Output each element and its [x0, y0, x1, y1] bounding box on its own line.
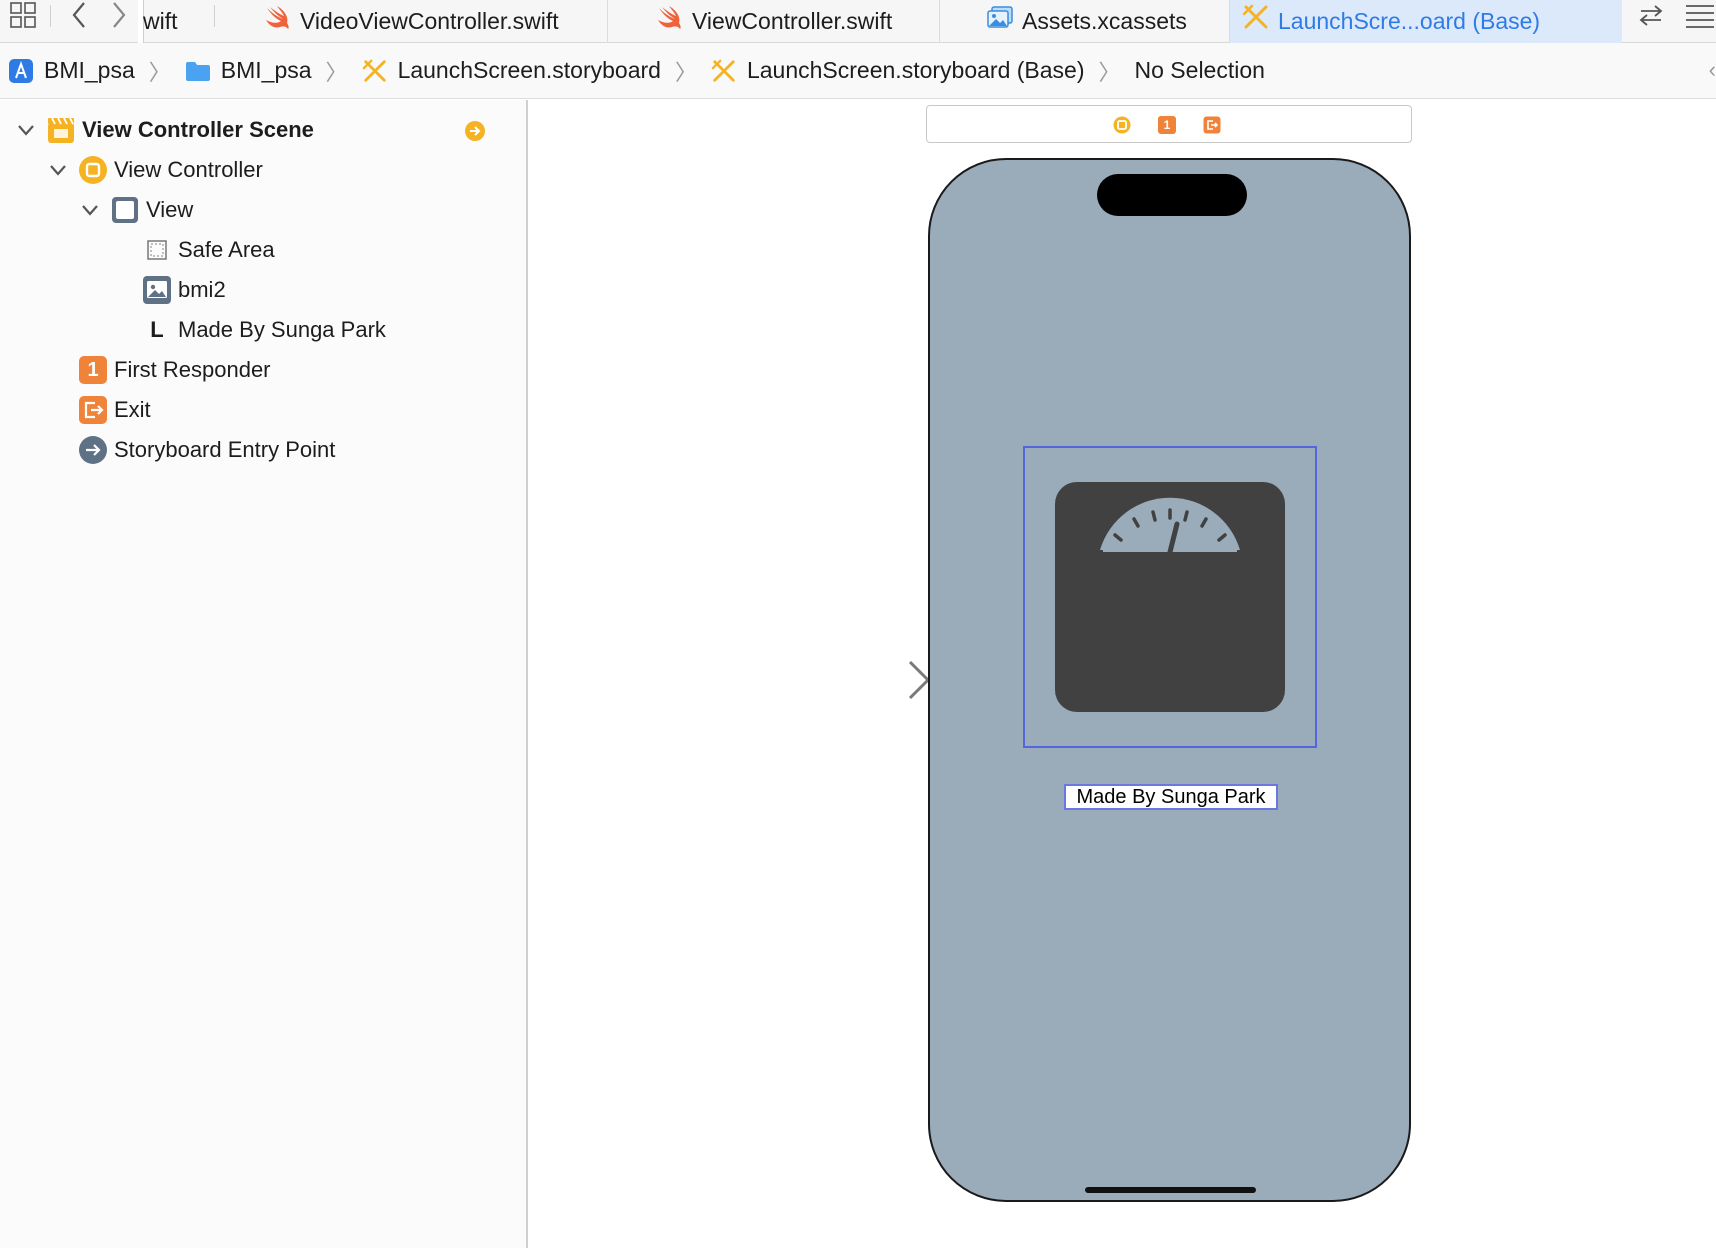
storyboard-canvas[interactable]: 1 Made By Sunga Park [530, 100, 1716, 1248]
view-controller-icon [78, 155, 108, 185]
first-responder-icon: 1 [78, 355, 108, 385]
chevron-down-icon[interactable] [16, 120, 36, 140]
document-outline: View Controller Scene View Controller Vi… [0, 100, 528, 1248]
outline-item-safe-area[interactable]: Safe Area [142, 232, 275, 268]
outline-label: View [146, 197, 194, 222]
tab-label: Assets.xcassets [1022, 8, 1187, 34]
storyboard-icon [711, 58, 737, 84]
image-view-bmi2[interactable] [1023, 446, 1317, 748]
forward-chevron-icon[interactable] [104, 0, 134, 30]
breadcrumb-separator-icon: 〉 [1098, 59, 1121, 85]
image-view-icon [142, 275, 172, 305]
outline-item-entry-point[interactable]: Storyboard Entry Point [78, 432, 335, 468]
editor-tab-bar: wift VideoViewController.swift ViewContr… [0, 0, 1716, 43]
outline-label: Made By Sunga Park [178, 317, 386, 342]
breadcrumb-separator-icon: 〉 [674, 59, 697, 85]
exit-icon [78, 395, 108, 425]
swift-icon [264, 4, 292, 30]
outline-label: Safe Area [178, 237, 275, 262]
outline-item-image-view[interactable]: bmi2 [142, 272, 226, 308]
storyboard-icon [1242, 4, 1270, 30]
outline-label: Exit [114, 397, 151, 422]
breadcrumb-selection[interactable]: No Selection [1135, 57, 1265, 84]
breadcrumb-label: BMI_psa [44, 57, 135, 83]
chevron-down-icon[interactable] [80, 200, 100, 220]
tab-video-view-controller[interactable]: VideoViewController.swift [252, 0, 608, 43]
breadcrumb-label: LaunchScreen.storyboard [397, 57, 661, 83]
outline-item-exit[interactable]: Exit [78, 392, 151, 428]
first-responder-icon[interactable]: 1 [1158, 116, 1176, 134]
editor-options-list-icon[interactable] [1680, 0, 1716, 30]
back-chevron-icon[interactable] [64, 0, 94, 30]
jump-bar: BMI_psa 〉 BMI_psa 〉 LaunchScreen.storybo… [0, 43, 1716, 99]
swap-arrows-icon[interactable] [1634, 0, 1668, 30]
tab-partial-file[interactable]: wift [143, 0, 213, 43]
outline-item-label[interactable]: L Made By Sunga Park [142, 312, 386, 348]
folder-icon [185, 58, 211, 84]
app-project-icon [8, 58, 34, 84]
view-controller-icon[interactable] [1113, 116, 1131, 134]
scene-icon [46, 115, 76, 145]
scale-icon [1055, 482, 1285, 712]
swift-icon [656, 4, 684, 30]
breadcrumb-separator-icon: 〉 [148, 59, 171, 85]
label-made-by[interactable]: Made By Sunga Park [1064, 784, 1278, 810]
entry-point-arrow-icon[interactable] [804, 656, 934, 704]
first-responder-glyph: 1 [87, 358, 99, 381]
outline-label: View Controller [114, 157, 263, 182]
outline-item-view-controller[interactable]: View Controller [78, 152, 263, 188]
assets-icon [986, 4, 1014, 30]
entry-point-icon [78, 435, 108, 465]
breadcrumb-label: No Selection [1134, 57, 1265, 83]
outline-label: View Controller Scene [82, 117, 314, 142]
storyboard-icon [362, 58, 388, 84]
breadcrumb-separator-icon: 〉 [325, 59, 348, 85]
outline-item-first-responder[interactable]: 1 First Responder [78, 352, 271, 388]
device-frame[interactable]: Made By Sunga Park [928, 158, 1411, 1202]
tab-label: VideoViewController.swift [300, 8, 559, 34]
outline-label: Storyboard Entry Point [114, 437, 336, 462]
scene-dock: 1 [926, 105, 1412, 143]
safe-area-icon [142, 235, 172, 265]
outline-label: bmi2 [178, 277, 226, 302]
outline-item-view[interactable]: View [110, 192, 193, 228]
breadcrumb-label: LaunchScreen.storyboard (Base) [746, 57, 1085, 83]
breadcrumb-storyboard-base[interactable]: LaunchScreen.storyboard (Base) [711, 57, 1085, 84]
jump-bar-overflow-chevron-icon[interactable]: ‹ [1708, 57, 1716, 82]
tab-launch-screen-base[interactable]: LaunchScre...oard (Base) [1230, 0, 1622, 43]
outline-item-scene[interactable]: View Controller Scene [46, 112, 314, 148]
tab-label: ViewController.swift [692, 8, 893, 34]
breadcrumb-storyboard[interactable]: LaunchScreen.storyboard [362, 57, 661, 84]
exit-icon[interactable] [1203, 116, 1221, 134]
label-glyph-icon: L [150, 317, 164, 342]
dynamic-island [1097, 174, 1247, 216]
segue-indicator-icon[interactable] [464, 120, 486, 142]
breadcrumb-folder[interactable]: BMI_psa [185, 57, 312, 84]
related-items-grid-icon[interactable] [6, 0, 40, 30]
outline-label: First Responder [114, 357, 271, 382]
tab-assets[interactable]: Assets.xcassets [974, 0, 1230, 43]
tab-partial-label: wift [143, 8, 178, 34]
tab-label: LaunchScre...oard (Base) [1278, 8, 1541, 34]
tab-view-controller[interactable]: ViewController.swift [644, 0, 940, 43]
home-indicator [1085, 1187, 1256, 1193]
breadcrumb-label: BMI_psa [220, 57, 312, 83]
chevron-down-icon[interactable] [48, 160, 68, 180]
breadcrumb-project[interactable]: BMI_psa [8, 57, 135, 84]
view-icon [110, 195, 140, 225]
